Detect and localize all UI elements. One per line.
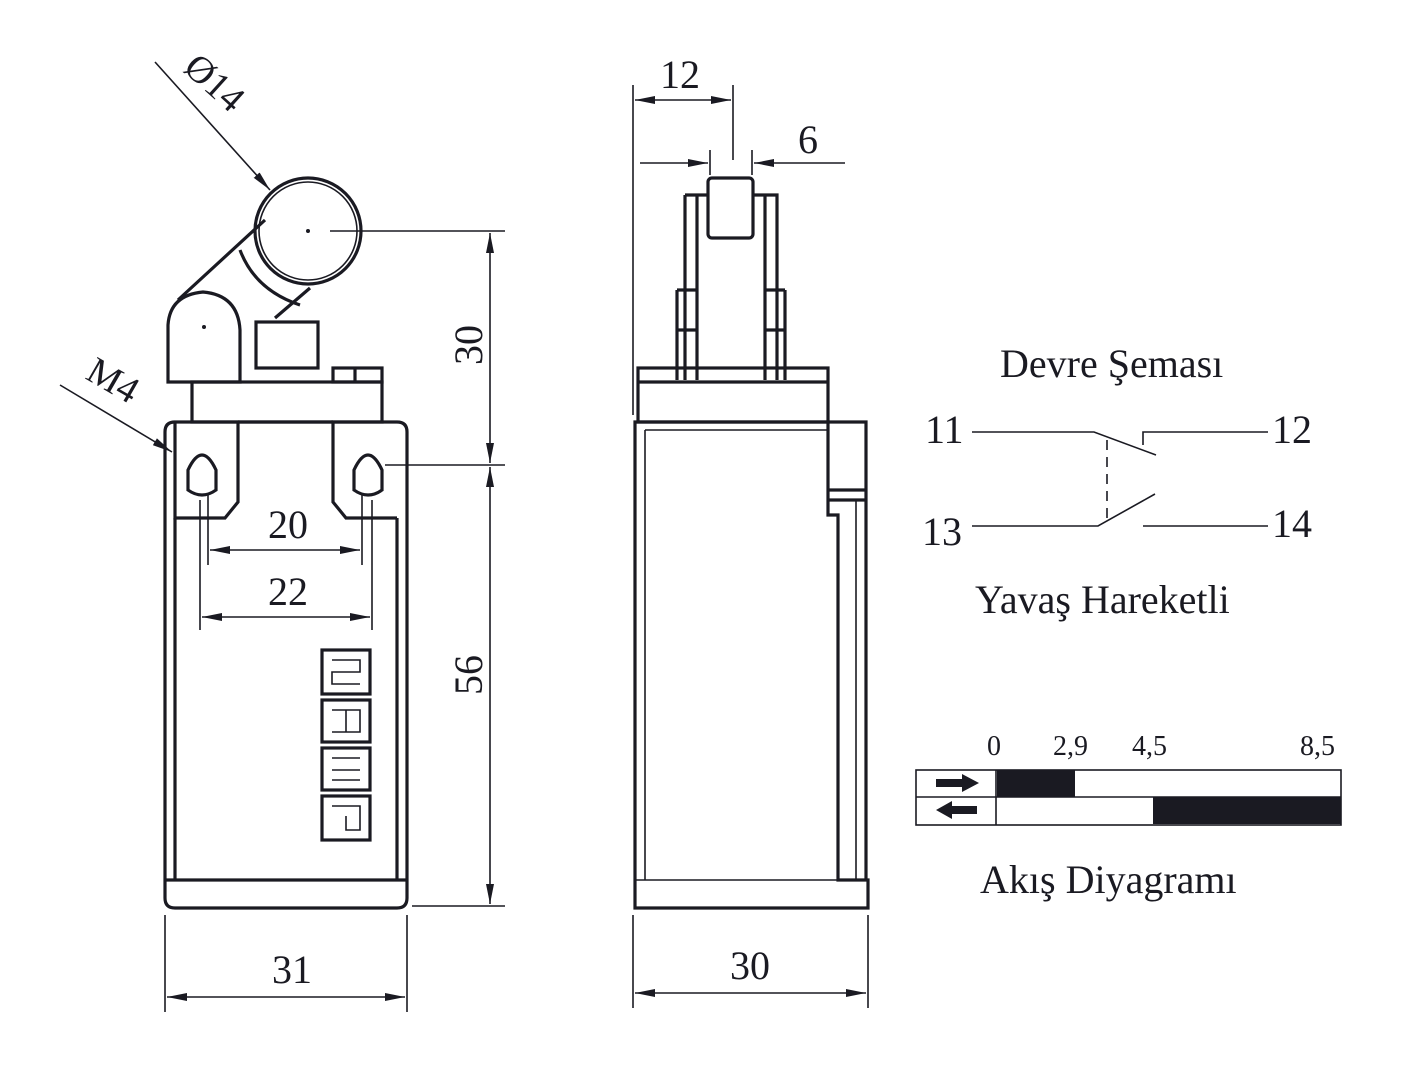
side-roller	[706, 176, 755, 240]
tick-label: 0	[987, 731, 1001, 762]
lever-arm	[176, 218, 312, 320]
circuit-title: Devre Şeması	[1000, 341, 1223, 386]
front-view	[163, 176, 409, 910]
roller-diameter-label: Ø14	[176, 45, 253, 120]
emas-logo	[320, 648, 372, 842]
arrow-right-icon	[936, 774, 979, 792]
front-dimensions: Ø14 M4 30 56 20 22 31	[59, 45, 505, 1012]
terminal-11: 11	[925, 407, 964, 452]
flow-title: Akış Diyagramı	[980, 857, 1237, 902]
flow-diagram: 0 2,9 4,5 8,5 Akış Diyagramı	[915, 731, 1342, 902]
mounting-hole-right	[352, 453, 384, 497]
mounting-hole-left	[186, 453, 218, 497]
hole-spacing-22-label: 22	[268, 569, 308, 614]
actuator-width-label: 12	[660, 52, 700, 97]
width-31-label: 31	[272, 947, 312, 992]
side-body	[633, 420, 870, 910]
tick-label: 4,5	[1132, 731, 1167, 762]
depth-30-label: 30	[730, 943, 770, 988]
circuit-diagram: Devre Şeması 11 12 13 14 Yavaş Hareketli	[922, 341, 1312, 622]
lever-hub	[166, 290, 242, 384]
head-block	[190, 380, 384, 424]
side-view	[633, 176, 870, 910]
circuit-subtitle: Yavaş Hareketli	[975, 577, 1230, 622]
arrow-left-icon	[936, 801, 977, 819]
terminal-14: 14	[1272, 501, 1312, 546]
plunger	[254, 320, 320, 370]
roller-width-label: 6	[798, 117, 818, 162]
flow-bar-return	[1153, 797, 1341, 824]
side-head	[636, 366, 830, 424]
height-body-label: 56	[446, 655, 491, 695]
tick-label: 2,9	[1053, 731, 1088, 762]
side-dimensions: 12 6 30	[632, 52, 869, 1008]
hole-spacing-20-label: 20	[268, 502, 308, 547]
terminal-13: 13	[922, 509, 962, 554]
height-top-label: 30	[446, 325, 491, 365]
tick-label: 8,5	[1300, 731, 1335, 762]
terminal-12: 12	[1272, 407, 1312, 452]
flow-bar-forward	[997, 770, 1075, 797]
